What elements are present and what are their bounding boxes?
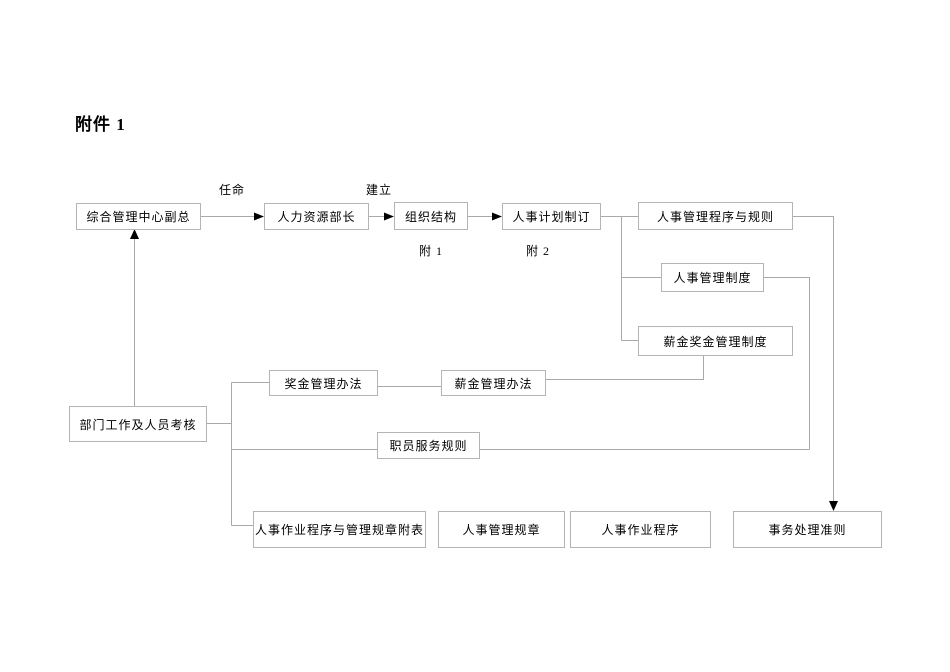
arrow-right-icon xyxy=(254,212,264,221)
node-staff-service-rules: 职员服务规则 xyxy=(377,432,480,459)
node-hr-operation-procedures: 人事作业程序 xyxy=(570,511,711,548)
node-hr-director: 人力资源部长 xyxy=(264,203,369,230)
node-salary-bonus-management-system: 薪金奖金管理制度 xyxy=(638,326,793,356)
node-affairs-handling-guidelines: 事务处理准则 xyxy=(733,511,882,548)
arrowheads xyxy=(130,212,838,511)
node-hr-procedures-and-rules: 人事管理程序与规则 xyxy=(638,202,793,230)
edge-label-attachment-1: 附 1 xyxy=(419,244,444,258)
arrow-down-icon xyxy=(829,501,838,511)
node-bonus-management-measures: 奖金管理办法 xyxy=(269,370,378,396)
arrow-right-icon xyxy=(384,212,394,221)
node-salary-management-measures: 薪金管理办法 xyxy=(441,370,546,396)
page-title: 附件 1 xyxy=(75,115,126,134)
node-general-management-center-vp: 综合管理中心副总 xyxy=(76,203,201,230)
edge-label-attachment-2: 附 2 xyxy=(526,244,551,258)
node-hr-management-regulations: 人事管理规章 xyxy=(438,511,565,548)
edge-label-establish: 建立 xyxy=(366,183,393,197)
node-hr-operation-procedures-regulations-appendix: 人事作业程序与管理规章附表 xyxy=(253,511,426,548)
node-hr-management-system: 人事管理制度 xyxy=(661,263,764,292)
node-department-work-personnel-assessment: 部门工作及人员考核 xyxy=(69,406,207,442)
edge-paths xyxy=(134,216,834,526)
node-organization-structure: 组织结构 xyxy=(394,202,468,230)
node-hr-plan-formulation: 人事计划制订 xyxy=(502,203,601,230)
arrow-right-icon xyxy=(492,212,502,221)
edge-label-appoint: 任命 xyxy=(219,183,246,197)
arrow-up-icon xyxy=(130,229,139,239)
